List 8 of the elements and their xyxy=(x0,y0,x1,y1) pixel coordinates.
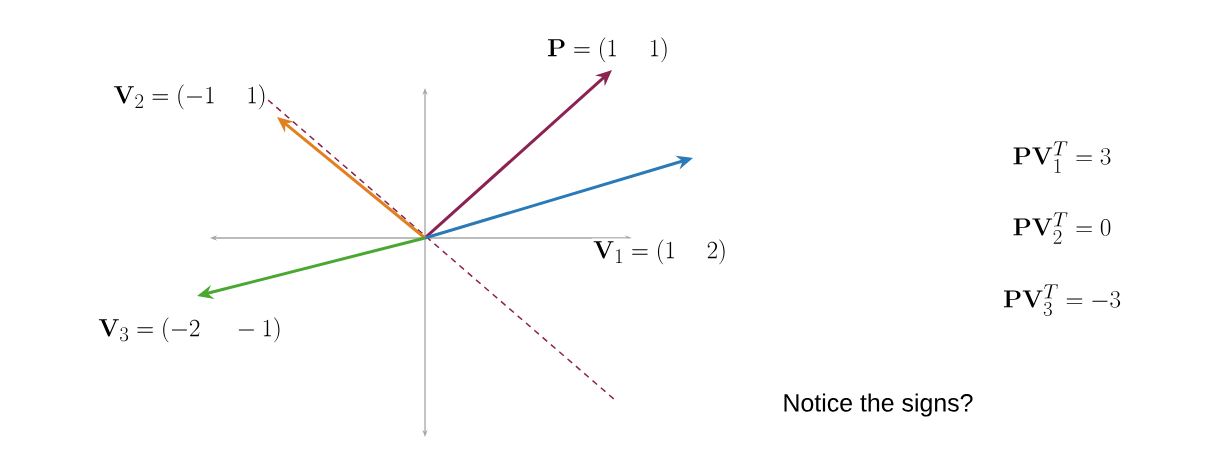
dot-product-formula: $\mathbf{P}\mathbf{V}_1^T = 3$ xyxy=(1011,140,1113,174)
vector-formula: $\mathbf{V}_3 = \left(-2 \quad -1\right)$ xyxy=(97,316,283,344)
dot-product-formula: $\mathbf{P}\mathbf{V}_3^T = -3$ xyxy=(1002,283,1122,317)
question-text: Notice the signs? xyxy=(781,392,975,418)
vector-formula: $\mathbf{V}_2 = \left(-1 \quad 1\right)$ xyxy=(112,83,268,111)
vector-formula: $\mathbf{P} = \left(1 \quad 1\right)$ xyxy=(546,36,670,64)
dot-product-formula: $\mathbf{P}\mathbf{V}_2^T = 0$ xyxy=(1011,211,1113,245)
vector-formula: $\mathbf{V}_1 = \left(1 \quad 2\right)$ xyxy=(592,238,728,266)
